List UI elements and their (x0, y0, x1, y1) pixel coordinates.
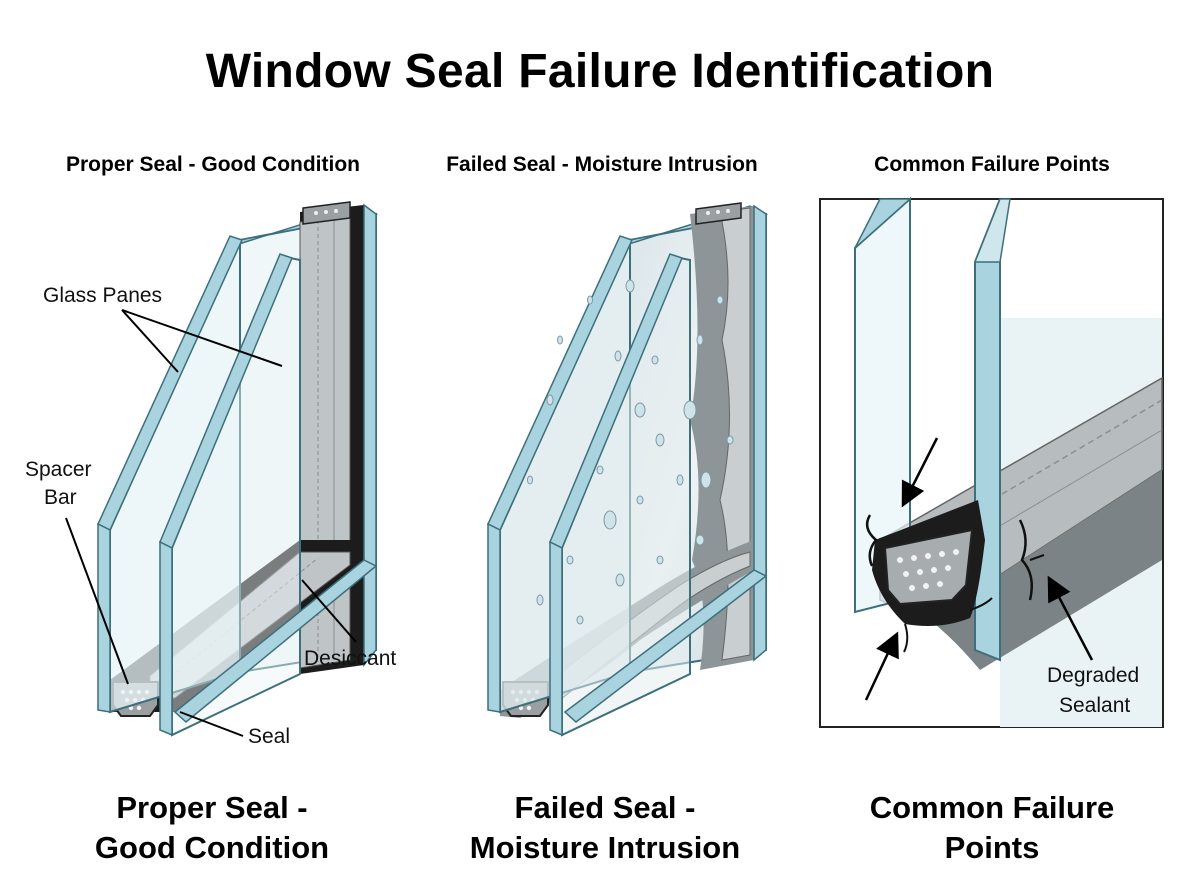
caption-failure-points: Common Failure Points (792, 788, 1192, 868)
failed-seal-window (488, 203, 766, 735)
label-spacer-bar-line1: Spacer (25, 458, 92, 481)
caption-failed-seal-line1: Failed Seal - (405, 788, 805, 828)
caption-proper-seal-line2: Good Condition (12, 828, 412, 868)
label-spacer-bar-line2: Bar (44, 486, 77, 509)
caption-failed-seal-line2: Moisture Intrusion (405, 828, 805, 868)
label-degraded-line2: Sealant (1059, 694, 1130, 717)
caption-failure-points-line1: Common Failure (792, 788, 1192, 828)
inner-pane-closeup (975, 199, 1000, 660)
failure-points-closeup (820, 199, 1163, 727)
label-desiccant: Desiccant (304, 647, 396, 670)
caption-failed-seal: Failed Seal - Moisture Intrusion (405, 788, 805, 868)
caption-proper-seal: Proper Seal - Good Condition (12, 788, 412, 868)
caption-proper-seal-line1: Proper Seal - (12, 788, 412, 828)
label-glass-panes: Glass Panes (43, 284, 162, 307)
label-seal: Seal (248, 725, 290, 748)
label-degraded-line1: Degraded (1047, 664, 1139, 687)
caption-failure-points-line2: Points (792, 828, 1192, 868)
